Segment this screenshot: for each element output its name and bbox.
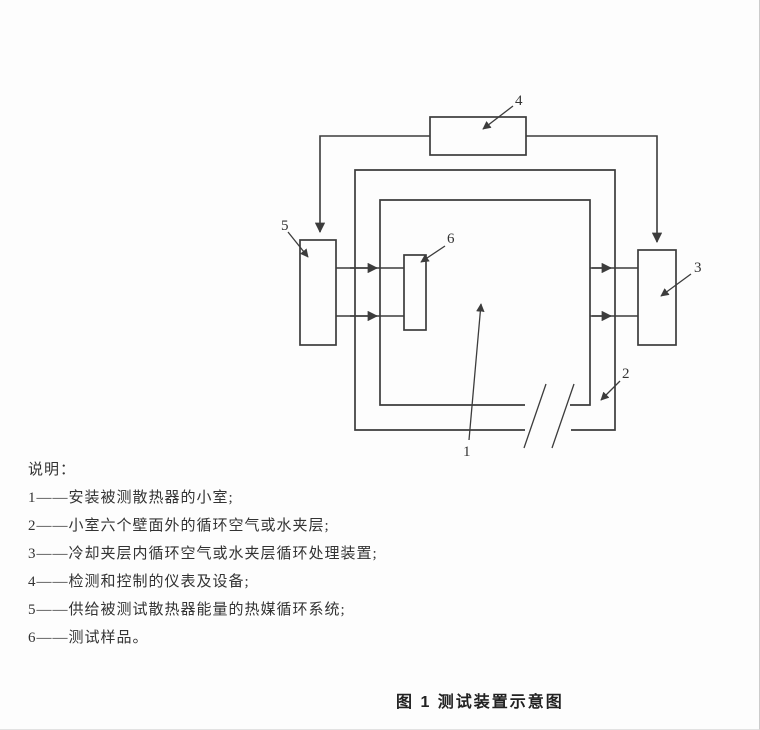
callout-2-arrow: [600, 380, 621, 401]
callout-3-arrow: [660, 273, 692, 297]
figure-caption: 图 1 测试装置示意图: [396, 694, 564, 711]
pipe-left-from-instrument: [314, 135, 430, 234]
callout-2: 2: [622, 366, 630, 382]
callout-4-arrow: [482, 105, 514, 130]
legend: 说明： 1——安装被测散热器的小室; 2——小室六个壁面外的循环空气或水夹层; …: [28, 456, 378, 652]
callout-6: 6: [447, 231, 455, 247]
callout-6-arrow: [420, 245, 446, 263]
callout-3: 3: [694, 260, 702, 276]
legend-item-2: 2——小室六个壁面外的循环空气或水夹层;: [28, 518, 330, 534]
door-slash-right: [551, 383, 575, 449]
test-apparatus-diagram: 4 5 6 3 2 1: [281, 93, 702, 460]
legend-item-5: 5——供给被测试散热器能量的热媒循环系统;: [28, 602, 346, 618]
legend-item-3: 3——冷却夹层内循环空气或水夹层循环处理装置;: [28, 546, 378, 562]
chamber-outline: [379, 199, 591, 406]
heat-supply-box: [299, 239, 337, 346]
callout-5-arrow: [287, 231, 309, 258]
callout-1: 1: [463, 444, 471, 460]
legend-title: 说明：: [28, 462, 77, 478]
cooling-unit-box: [637, 249, 677, 346]
callout-5: 5: [281, 218, 289, 234]
legend-item-6: 6——测试样品。: [28, 630, 149, 646]
door-slash-left: [523, 383, 547, 449]
test-sample-box: [403, 254, 427, 331]
pipe-right-from-instrument: [526, 135, 663, 244]
legend-item-1: 1——安装被测散热器的小室;: [28, 490, 234, 506]
callout-1-arrow: [468, 303, 485, 441]
callout-4: 4: [515, 93, 523, 109]
legend-item-4: 4——检测和控制的仪表及设备;: [28, 574, 250, 590]
instrument-control-box: [429, 116, 527, 156]
